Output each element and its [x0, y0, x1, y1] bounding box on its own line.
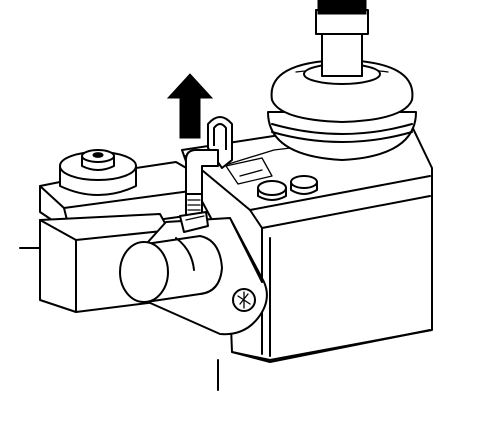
switch-lever: [179, 116, 233, 233]
stud-nut: [59, 149, 137, 196]
switch-cylinder: [119, 235, 223, 303]
housing-recess: [225, 157, 273, 185]
shift-shaft: [315, 0, 369, 77]
top-boss-left: [257, 180, 287, 201]
up-arrow-icon: [166, 73, 214, 139]
top-boss-right: [290, 175, 318, 195]
mounting-screw: [232, 288, 256, 312]
